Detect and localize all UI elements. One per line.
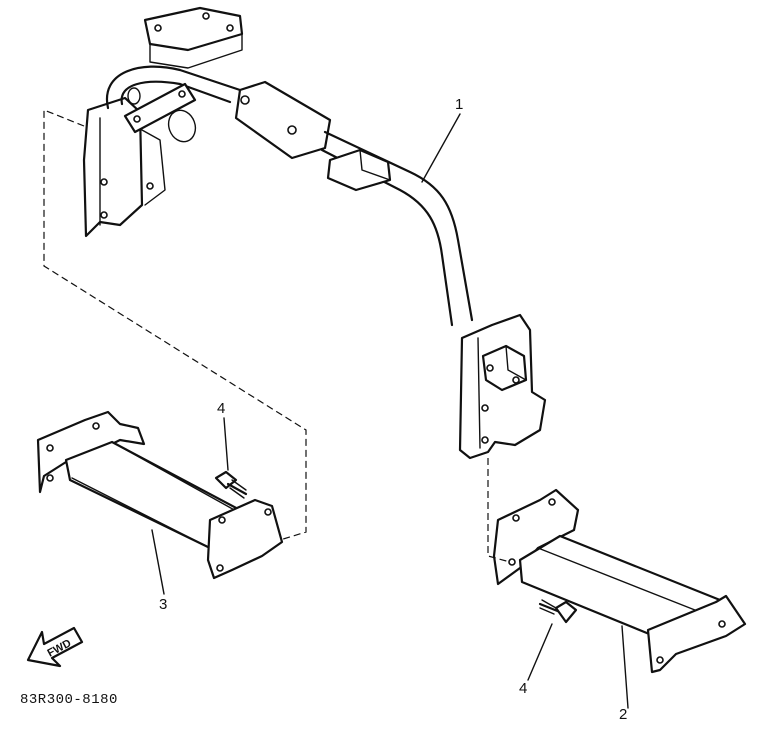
leader-part-1 (421, 113, 461, 183)
leader-lines (151, 113, 629, 709)
part-1-frame-tube (82, 6, 547, 460)
callout-part-4-left: 4 (217, 400, 226, 417)
callout-part-1: 1 (455, 96, 464, 113)
part-4-bolt-right (538, 599, 578, 624)
ring (167, 109, 197, 143)
leader-part-2 (621, 625, 629, 709)
diagram-code: 83R300-8180 (20, 692, 118, 708)
part-2-cross-member (492, 488, 747, 674)
leader-part-4-left (223, 417, 229, 471)
part-3-cross-member (36, 410, 284, 580)
callout-part-2: 2 (619, 706, 628, 723)
part-4-bolt-left (214, 470, 248, 499)
part-3-rear-plate (206, 498, 284, 580)
leader-part-4-right (527, 623, 553, 681)
tube-bracket (326, 148, 392, 192)
fwd-arrow-icon: FWD (26, 626, 84, 668)
callout-part-4-right: 4 (519, 680, 528, 697)
leader-part-3 (151, 529, 165, 595)
assembly-guide-lines (43, 109, 511, 563)
loop-clamp (123, 82, 197, 134)
callout-part-3: 3 (159, 596, 168, 613)
part-2-rear-plate (646, 594, 747, 674)
center-tube-block (234, 80, 332, 160)
